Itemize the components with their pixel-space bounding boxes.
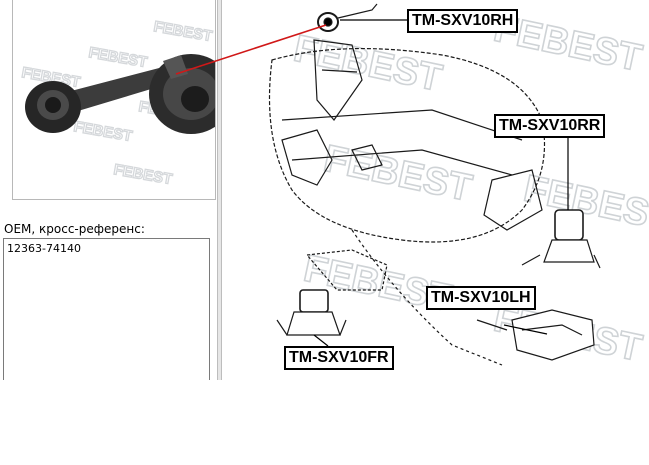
watermark-logo: FEBEST [112,161,173,188]
product-photo: FEBEST FEBEST FEBEST FEBEST FEBEST FEBES… [12,0,216,200]
oem-value: 12363-74140 [7,242,81,255]
panel-splitter[interactable] [217,0,222,380]
watermark-logo: FEBEST [152,18,213,45]
oem-textarea[interactable]: 12363-74140 [3,238,210,380]
watermark-logo: FEBEST [290,28,445,100]
watermark-logo: FEBEST [87,44,148,71]
part-label-fr: TM-SXV10FR [284,346,394,370]
oem-label: OEM, кросс-референс: [4,222,145,236]
empty-area [0,380,649,465]
part-label-rh: TM-SXV10RH [407,9,519,33]
watermark-logo: FEBEST [72,118,133,145]
part-label-rr: TM-SXV10RR [494,114,606,138]
mounts-diagram: FEBEST FEBEST FEBEST FEBEST FEBEST FEBES… [222,0,649,380]
left-panel: FEBEST FEBEST FEBEST FEBEST FEBEST FEBES… [0,0,217,380]
watermark-logo: FEBEST [320,138,475,210]
engine-line-drawing: FEBEST FEBEST FEBEST FEBEST FEBEST FEBES… [268,3,649,371]
part-label-lh: TM-SXV10LH [426,286,536,310]
engine-mount-photo: FEBEST FEBEST FEBEST FEBEST FEBEST FEBES… [20,18,215,189]
